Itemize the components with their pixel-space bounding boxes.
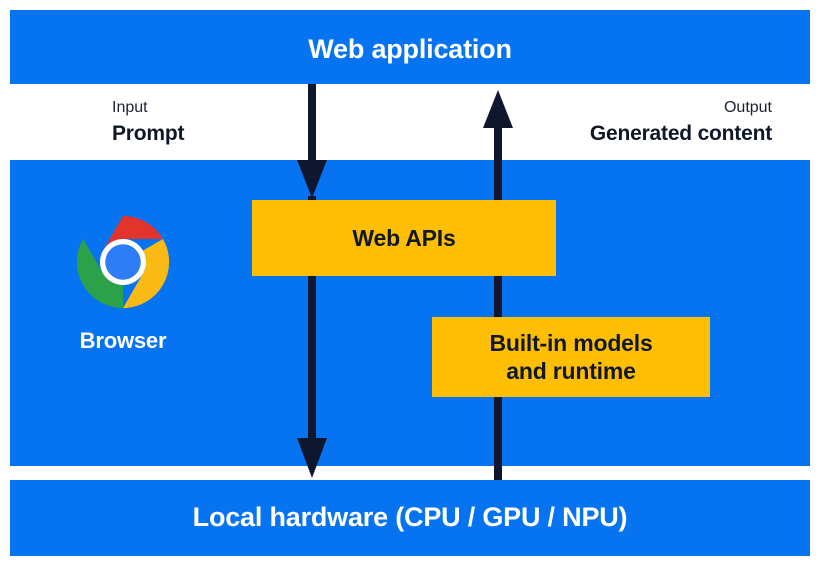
input-value-label: Prompt	[112, 122, 185, 145]
browser-node-label: Browser	[79, 328, 167, 353]
output-value-label: Generated content	[589, 122, 772, 145]
band-local-hardware: Local hardware (CPU / GPU / NPU)	[10, 480, 810, 556]
box-builtin-models[interactable]: Built-in models and runtime	[432, 317, 710, 397]
box-builtin-models-label-line1: Built-in models	[489, 329, 653, 356]
chrome-logo-icon	[76, 215, 170, 309]
input-annotation: Input Prompt	[112, 99, 185, 145]
box-web-apis-label: Web APIs	[352, 224, 456, 251]
box-builtin-models-label: Built-in models and runtime	[489, 329, 652, 385]
output-annotation: Output Generated content	[589, 99, 772, 145]
input-kind-label: Input	[112, 99, 148, 116]
band-web-application-label: Web application	[308, 34, 512, 64]
box-web-apis[interactable]: Web APIs	[252, 200, 556, 276]
output-kind-label: Output	[723, 99, 772, 116]
browser-node: Browser	[62, 214, 184, 354]
box-builtin-models-label-line2: and runtime	[506, 358, 636, 384]
band-web-application: Web application	[10, 10, 810, 84]
band-local-hardware-label: Local hardware (CPU / GPU / NPU)	[192, 502, 628, 532]
